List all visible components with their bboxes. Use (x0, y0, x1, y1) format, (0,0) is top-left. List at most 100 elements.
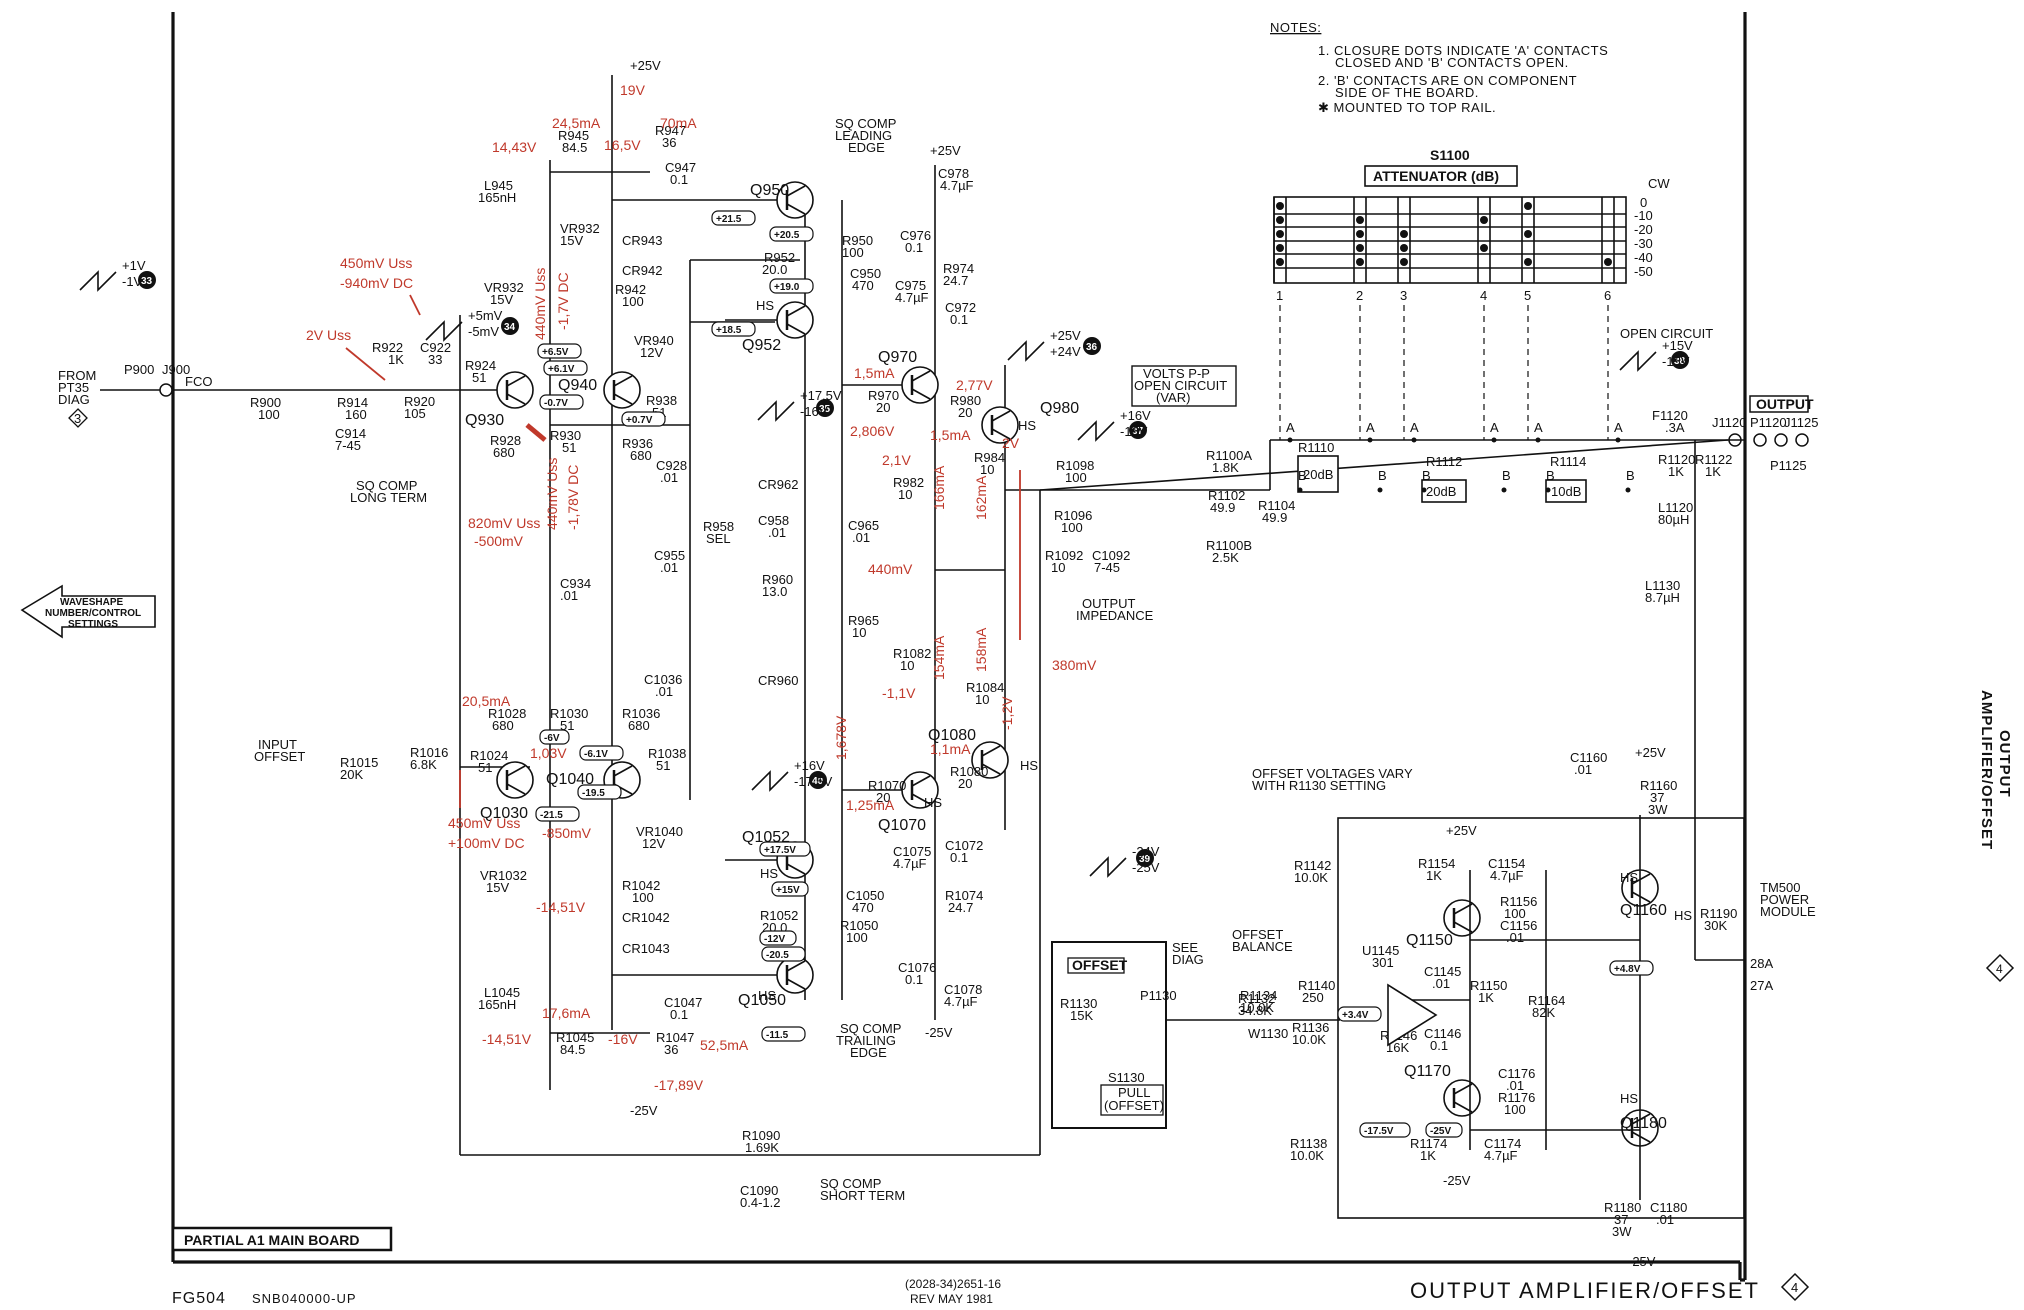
svg-text:1K: 1K (1426, 868, 1442, 883)
svg-text:36: 36 (664, 1042, 678, 1057)
svg-text:R1156: R1156 (1500, 894, 1537, 909)
model-label: FG504 (172, 1290, 226, 1305)
svg-text:160: 160 (345, 407, 367, 422)
svg-text:84.5: 84.5 (560, 1042, 585, 1057)
svg-text:HS: HS (924, 795, 942, 810)
svg-text:24.7: 24.7 (948, 900, 973, 915)
svg-text:165nH: 165nH (478, 997, 516, 1012)
dc-tag (1337, 1006, 1382, 1022)
measurement-a10: -1,7V DC (555, 272, 571, 330)
svg-text:SQ COMP: SQ COMP (835, 116, 896, 131)
dc-tag (759, 930, 797, 946)
svg-text:0.1: 0.1 (905, 240, 923, 255)
svg-text:680: 680 (492, 718, 514, 733)
svg-text:P1130: P1130 (1140, 988, 1177, 1003)
svg-text:-25V: -25V (1443, 1173, 1471, 1188)
svg-text:R1140: R1140 (1298, 978, 1335, 993)
svg-text:4: 4 (1791, 1280, 1798, 1295)
svg-text:R1100B: R1100B (1206, 538, 1252, 553)
svg-text:680: 680 (493, 445, 515, 460)
svg-text:51: 51 (472, 370, 486, 385)
svg-text:+1V: +1V (122, 258, 146, 273)
svg-text:EDGE: EDGE (850, 1045, 887, 1060)
svg-text:13.0: 13.0 (762, 584, 787, 599)
svg-text:AMPLIFIER/OFFSET: AMPLIFIER/OFFSET (1978, 690, 1995, 850)
input-connector: FROM PT35 DIAG 3 P900 J900 FCO (58, 362, 515, 428)
svg-text:R982: R982 (893, 475, 924, 490)
svg-text:10.0K: 10.0K (1292, 1032, 1326, 1047)
svg-text:R1074: R1074 (945, 888, 983, 903)
closure-dot (1276, 202, 1284, 210)
svg-text:0.4-1.2: 0.4-1.2 (740, 1195, 780, 1210)
svg-text:8.7µH: 8.7µH (1645, 590, 1680, 605)
svg-text:36: 36 (1086, 342, 1098, 353)
svg-text:R1090: R1090 (742, 1128, 780, 1143)
svg-text:-16V: -16V (1120, 424, 1148, 439)
svg-text:-11.5: -11.5 (766, 1030, 789, 1041)
waveform-badge (1083, 337, 1101, 355)
svg-text:.01: .01 (560, 588, 578, 603)
svg-text:FROM: FROM (58, 368, 96, 383)
svg-text:C1145: C1145 (1424, 964, 1461, 979)
svg-text:CR1042: CR1042 (622, 910, 670, 925)
measurement-a2: 24,5mA (552, 115, 601, 131)
svg-text:LEADING: LEADING (835, 128, 892, 143)
closure-dot (1400, 230, 1408, 238)
svg-text:TRAILING: TRAILING (836, 1033, 896, 1048)
attenuator-linkage (1279, 305, 1609, 440)
svg-text:15K: 15K (1070, 1008, 1093, 1023)
svg-text:C1072: C1072 (945, 838, 983, 853)
svg-text:VOLTS P-P: VOLTS P-P (1143, 366, 1210, 381)
diagram-number-badge: 4 (1780, 1272, 1810, 1302)
svg-text:2: 2 (1356, 288, 1363, 303)
svg-text:CR1043: CR1043 (622, 941, 670, 956)
measurement-a41: 52,5mA (700, 1037, 749, 1053)
svg-text:R928: R928 (490, 433, 521, 448)
svg-text:15V: 15V (490, 292, 513, 307)
svg-text:10: 10 (975, 692, 989, 707)
svg-text:.01: .01 (1574, 762, 1592, 777)
measurement-a28: -1,2V (999, 696, 1015, 730)
svg-text:1K: 1K (1420, 1148, 1436, 1163)
svg-text:VR1040: VR1040 (636, 824, 683, 839)
svg-text:1.69K: 1.69K (745, 1140, 779, 1155)
measurement-a7: -940mV DC (340, 275, 413, 291)
measurement-a1: 19V (620, 82, 646, 98)
svg-text:R984: R984 (974, 450, 1005, 465)
svg-text:B: B (1546, 468, 1555, 483)
svg-text:4.7µF: 4.7µF (895, 290, 929, 305)
svg-text:L1045: L1045 (484, 985, 520, 1000)
waveform-badge (809, 771, 827, 789)
side-title: OUTPUT AMPLIFIER/OFFSET (1978, 690, 2013, 850)
measurement-a16: 2,77V (956, 377, 993, 393)
waveform-badge (1129, 421, 1147, 439)
svg-text:SQ COMP: SQ COMP (356, 478, 417, 493)
board-label: PARTIAL A1 MAIN BOARD (184, 1232, 360, 1248)
transistor-symbol (496, 371, 534, 409)
svg-text:20: 20 (876, 790, 890, 805)
svg-text:+6.1V: +6.1V (548, 364, 575, 375)
measurement-a5: 16,5V (604, 137, 641, 153)
svg-text:IMPEDANCE: IMPEDANCE (1076, 608, 1154, 623)
svg-text:C934: C934 (560, 576, 591, 591)
svg-text:Q1180: Q1180 (1620, 1115, 1667, 1132)
svg-text:FCO: FCO (185, 374, 212, 389)
svg-text:C958: C958 (758, 513, 789, 528)
svg-text:SIDE OF THE BOARD.: SIDE OF THE BOARD. (1335, 85, 1479, 100)
measurement-a17: 2,806V (850, 423, 895, 439)
att-pos-50: -50 (1634, 264, 1653, 279)
svg-text:3: 3 (1400, 288, 1407, 303)
svg-text:OPEN CIRCUIT: OPEN CIRCUIT (1134, 378, 1227, 393)
measurement-a40: -16V (608, 1031, 638, 1047)
svg-text:84.5: 84.5 (562, 140, 587, 155)
measurement-a24: 154mA (931, 635, 947, 680)
svg-text:R1180: R1180 (1604, 1200, 1641, 1215)
closure-dot (1604, 258, 1612, 266)
svg-text:4.7µF: 4.7µF (1490, 868, 1524, 883)
svg-text:A: A (1614, 420, 1623, 435)
svg-text:SQ COMP: SQ COMP (840, 1021, 901, 1036)
measurement-a13: 440mV Uss (544, 458, 560, 530)
transistor-symbol (1443, 899, 1481, 937)
svg-text:-25V: -25V (925, 1025, 953, 1040)
svg-text:.01: .01 (1506, 930, 1524, 945)
